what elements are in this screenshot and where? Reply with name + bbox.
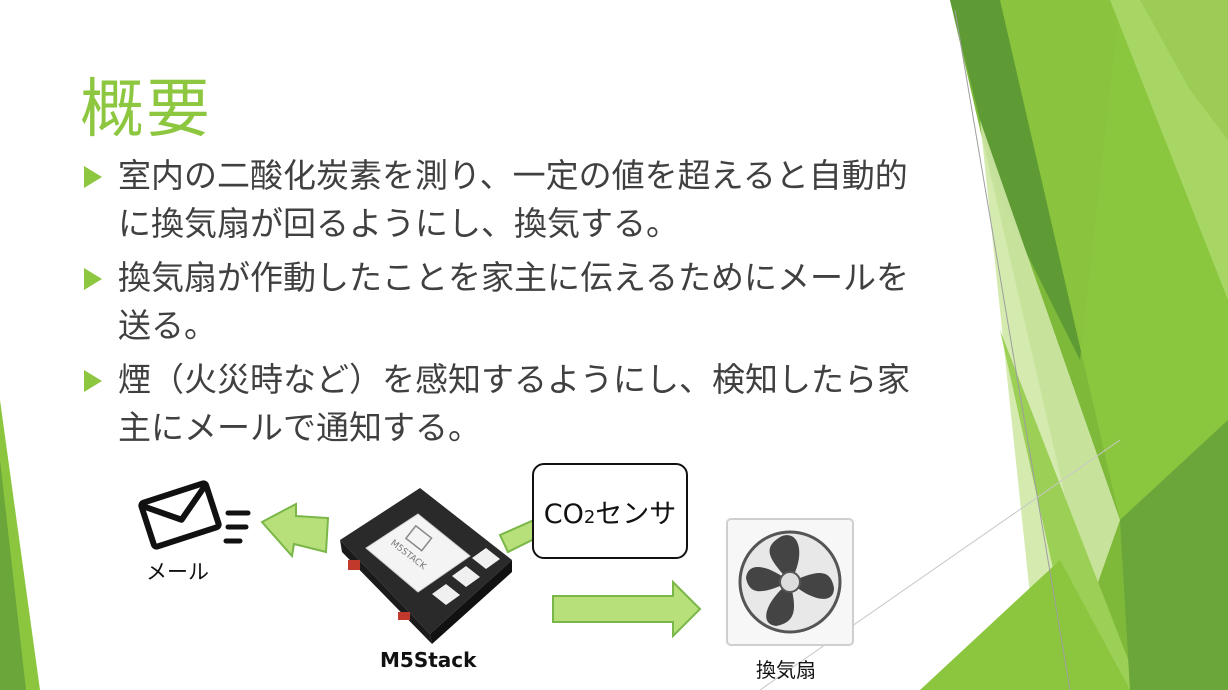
bullet-list: 室内の二酸化炭素を測り、一定の値を超えると自動的に換気扇が回るようにし、換気する… <box>84 152 924 458</box>
m5stack-device-icon: M5STACK <box>340 488 512 644</box>
mail-label: メール <box>146 560 209 584</box>
mail-icon <box>138 480 251 550</box>
slide-title: 概要 <box>80 73 212 147</box>
bullet-text: 室内の二酸化炭素を測り、一定の値を超えると自動的に換気扇が回るようにし、換気する… <box>118 156 908 243</box>
m5stack-label: M5Stack <box>380 648 477 672</box>
bullet-arrow-icon <box>84 370 102 392</box>
bullet-text: 煙（火災時など）を感知するようにし、検知したら家主にメールで通知する。 <box>118 360 910 447</box>
bullet-arrow-icon <box>84 166 102 188</box>
bullet-item: 換気扇が作動したことを家主に伝えるためにメールを送る。 <box>84 254 924 350</box>
fan-icon <box>726 518 854 646</box>
co2-sensor-box: CO2センサ <box>532 463 688 559</box>
arrow-to-fan-icon <box>552 579 702 639</box>
bullet-item: 室内の二酸化炭素を測り、一定の値を超えると自動的に換気扇が回るようにし、換気する… <box>84 152 924 248</box>
bullet-text: 換気扇が作動したことを家主に伝えるためにメールを送る。 <box>118 258 910 345</box>
arrow-to-mail-icon <box>260 502 330 559</box>
bullet-arrow-icon <box>84 268 102 290</box>
fan-label: 換気扇 <box>756 658 816 682</box>
bullet-item: 煙（火災時など）を感知するようにし、検知したら家主にメールで通知する。 <box>84 356 924 452</box>
co2-sensor-label: CO2センサ <box>543 498 677 530</box>
